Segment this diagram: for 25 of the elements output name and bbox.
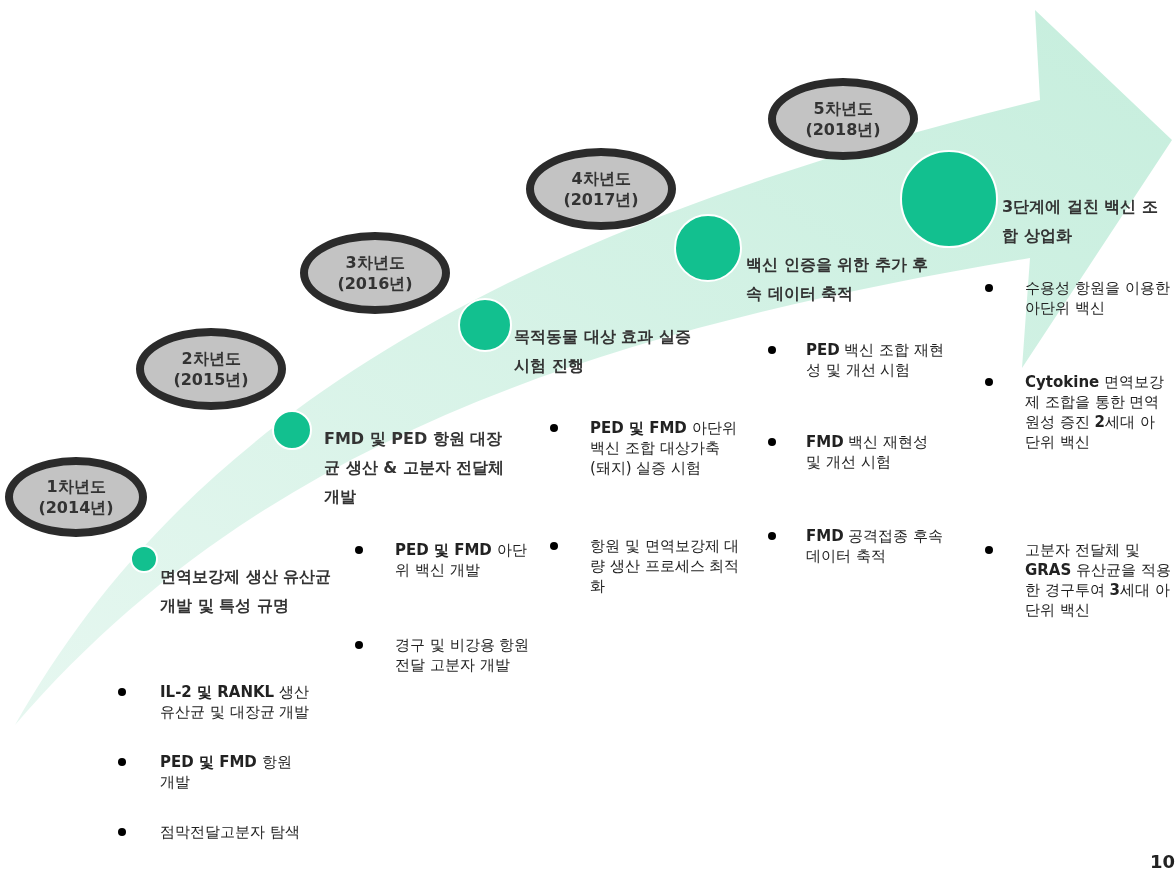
milestone-text: 면역보강제 생산 유산균 개발 및 특성 규명	[160, 566, 333, 617]
bullet-text: 경구 및 비강용 항원 전달 고분자 개발	[395, 635, 531, 675]
bullet-text: Cytokine 면역보강제 조합을 통한 면역원성 증진 2세대 아단위 백신	[1025, 372, 1165, 452]
bullet-text: FMD 백신 재현성 및 개선 시험	[806, 432, 930, 472]
bullet-text: 고분자 전달체 및 GRAS 유산균을 적용한 경구투여 3세대 아단위 백신	[1025, 540, 1172, 620]
year-ellipse: 5차년도 (2018년)	[768, 78, 918, 160]
bullet-text: PED 및 FMD 아단위 백신 개발	[395, 540, 528, 580]
milestone-text: 백신 인증을 위한 추가 후속 데이터 축적	[746, 254, 930, 305]
bullet-text: 점막전달고분자 탐색	[160, 822, 301, 842]
page-number: 10	[1150, 852, 1176, 872]
bullet-text: 항원 및 면역보강제 대량 생산 프로세스 최적화	[590, 536, 740, 596]
milestone-text: 목적동물 대상 효과 실증 시험 진행	[514, 326, 692, 377]
bullet-text: FMD 공격접종 후속데이터 축적	[806, 526, 945, 566]
year-ellipse: 1차년도 (2014년)	[5, 457, 147, 537]
milestone-text: FMD 및 PED 항원 대장균 생산 & 고분자 전달체 개발	[324, 428, 506, 508]
year-ellipse: 3차년도 (2016년)	[300, 232, 450, 314]
bullet-text: PED 및 FMD 아단위 백신 조합 대상가축 (돼지) 실증 시험	[590, 418, 738, 478]
year-ellipse: 4차년도 (2017년)	[526, 148, 676, 230]
bullet-text: 수용성 항원을 이용한 아단위 백신	[1025, 278, 1171, 318]
milestone-circle	[130, 545, 158, 573]
bullet-text: PED 백신 조합 재현성 및 개선 시험	[806, 340, 945, 380]
bullet-text: IL-2 및 RANKL 생산 유산균 및 대장균 개발	[160, 682, 310, 722]
year-ellipse: 2차년도 (2015년)	[136, 328, 286, 410]
bullet-text: PED 및 FMD 항원 개발	[160, 752, 293, 792]
milestone-text: 3단계에 걸친 백신 조합 상업화	[1002, 196, 1159, 247]
